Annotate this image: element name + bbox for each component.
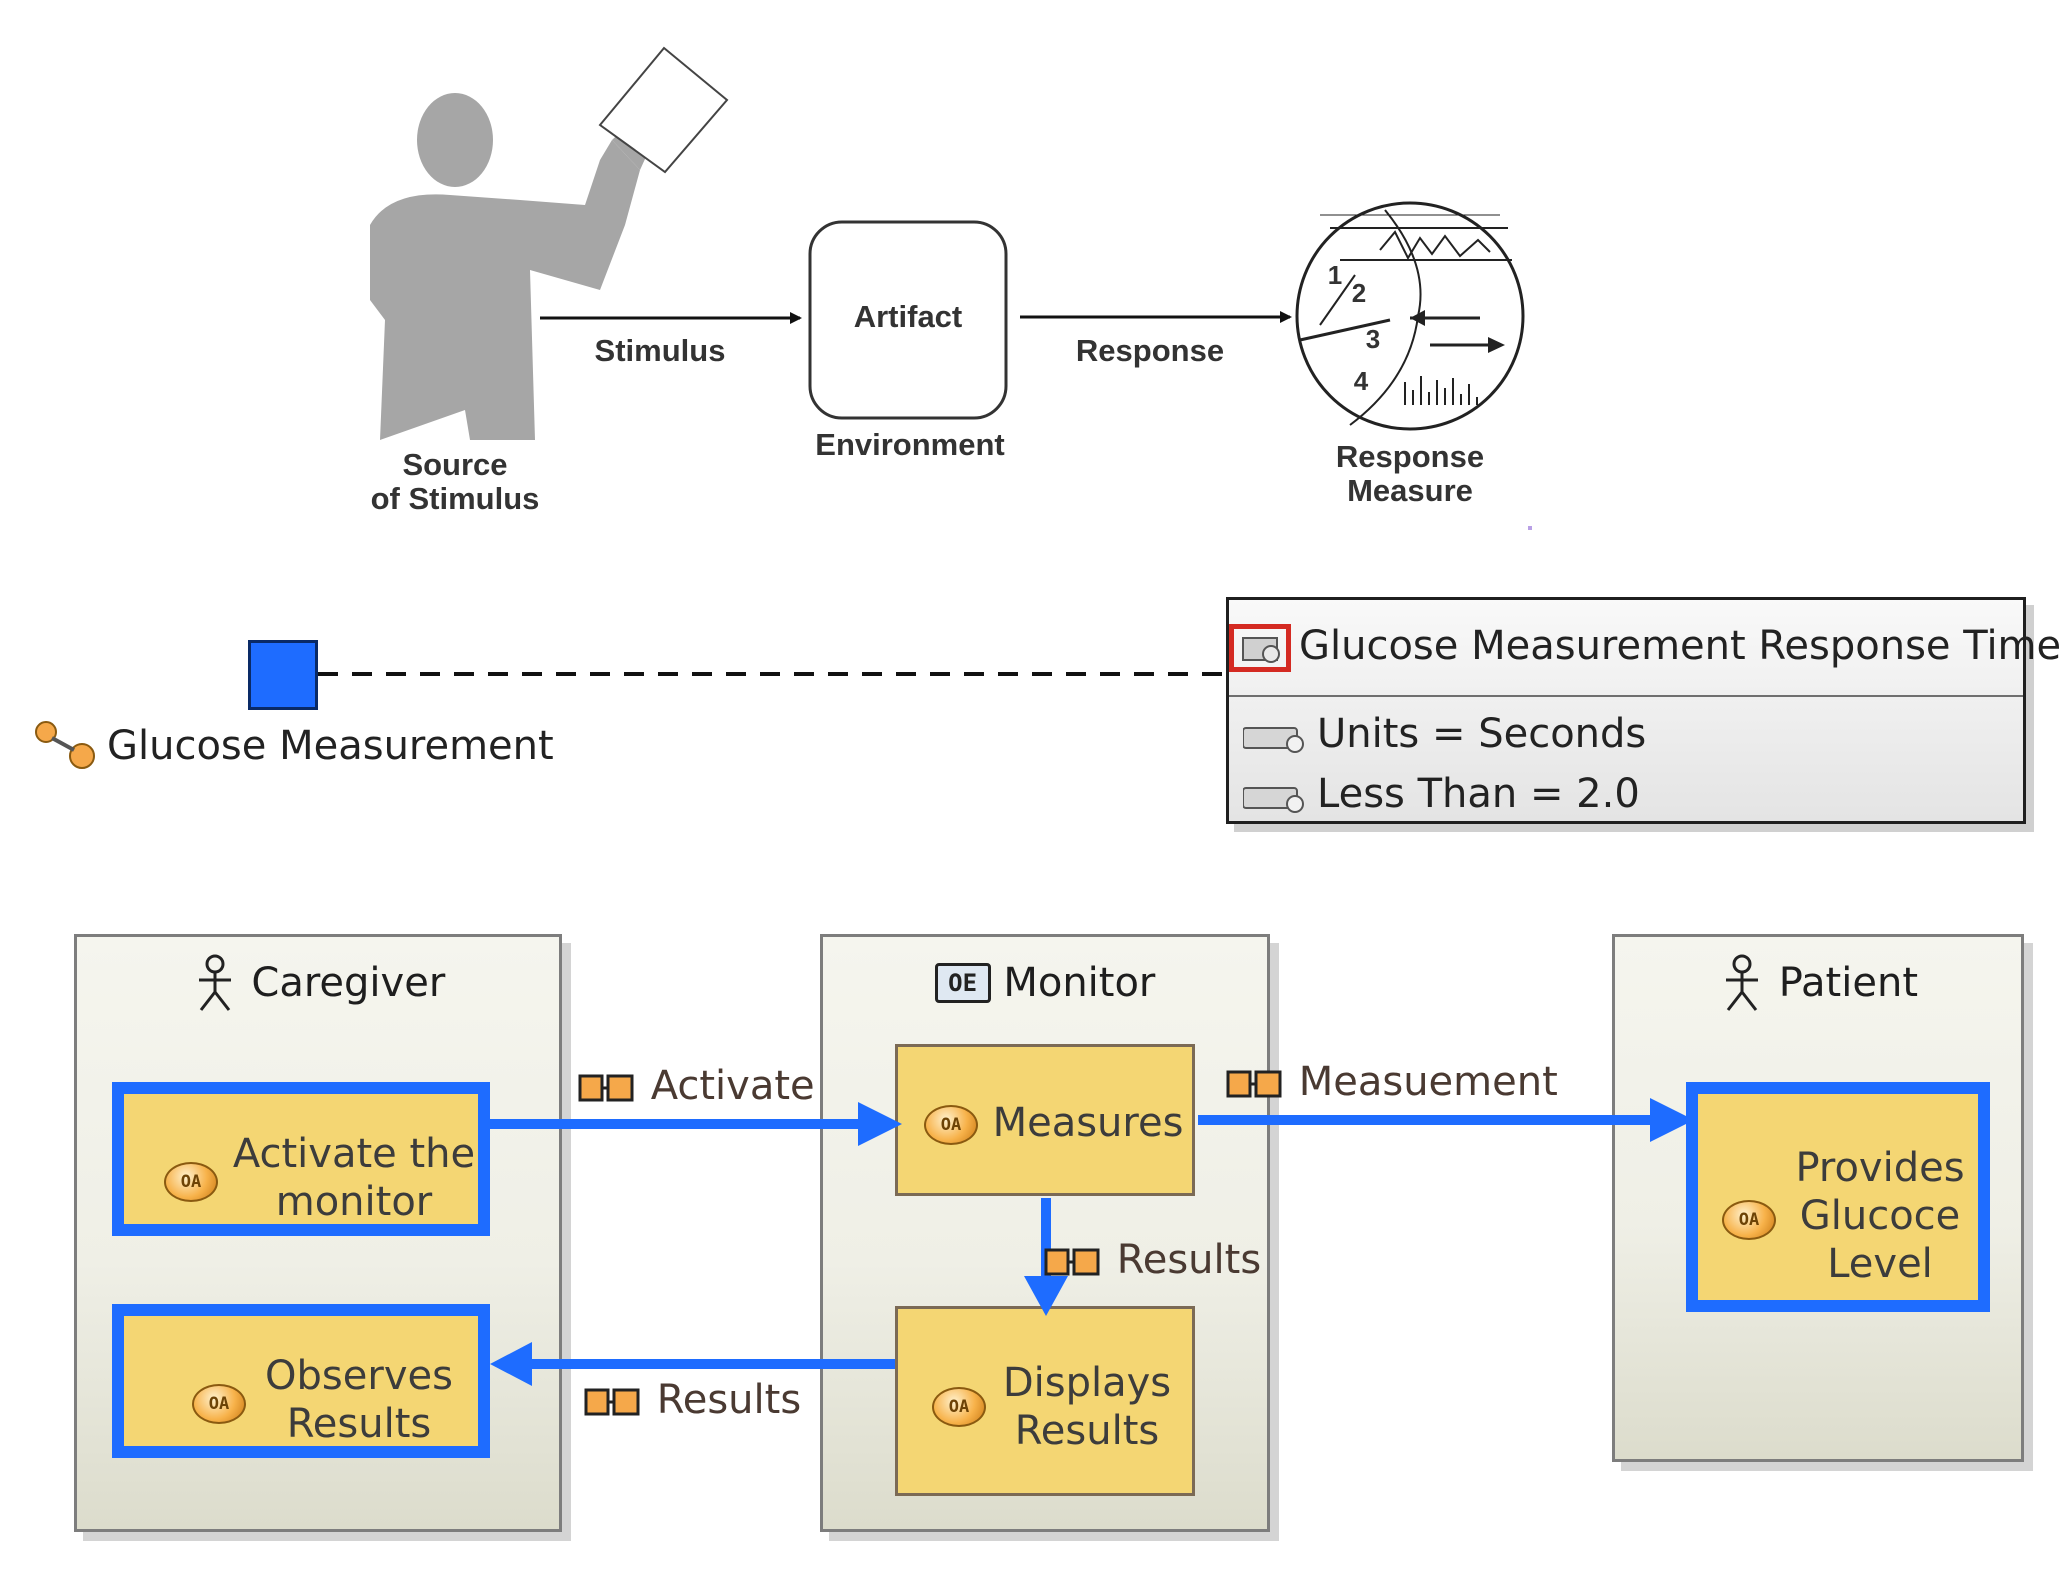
stimulus-label: Stimulus — [594, 333, 726, 368]
requirement-divider — [1229, 695, 2023, 697]
dial-number-1: 1 — [1327, 260, 1343, 290]
object-flow-icon — [578, 1074, 634, 1102]
response-label: Response — [1075, 333, 1225, 368]
activity-text-line: monitor — [275, 1179, 433, 1225]
object-flow-icon — [1044, 1248, 1100, 1276]
activity-observes-results[interactable]: OA Observes Results — [112, 1304, 490, 1458]
flow-results-back-arrow — [490, 1342, 895, 1386]
response-measure-dial — [1295, 201, 1525, 431]
actor-icon — [1726, 954, 1758, 1011]
measure-label-line-2: Measure — [1347, 473, 1473, 508]
activity-icon: OA — [932, 1387, 986, 1427]
activity-icon: OA — [924, 1105, 978, 1145]
requirement-units-row: Units = Seconds — [1317, 711, 1647, 757]
trace-dashed-line — [318, 672, 1228, 676]
activity-activate-monitor[interactable]: OA Activate the monitor — [112, 1082, 490, 1236]
activity-icon: OA — [1722, 1200, 1776, 1240]
flow-activate-label: Activate — [578, 1062, 815, 1110]
activity-text-line: Results — [286, 1401, 432, 1447]
activity-text-line: Results — [1014, 1408, 1160, 1454]
glucose-measurement-label: Glucose Measurement — [107, 723, 554, 769]
flow-results-down-text: Results — [1116, 1237, 1262, 1283]
activity-text-line: Observes — [265, 1353, 453, 1399]
actor-icon — [198, 954, 231, 1011]
caregiver-title-text: Caregiver — [251, 960, 446, 1006]
flow-measurement-arrow — [1198, 1098, 1694, 1142]
flow-measurement-label: Measuement — [1226, 1058, 1558, 1106]
activity-text-line: Level — [1827, 1241, 1933, 1287]
dial-number-4: 4 — [1353, 366, 1369, 396]
measure-label-line-1: Response — [1335, 439, 1485, 474]
activity-text-line: Activate the — [232, 1131, 476, 1177]
scenario-graphic — [370, 46, 1532, 530]
activity-icon: OA — [192, 1384, 246, 1424]
activity-icon: OA — [164, 1162, 218, 1202]
glucose-measurement-node[interactable] — [248, 640, 318, 710]
dial-number-3: 3 — [1365, 324, 1381, 354]
flow-activate-arrow — [490, 1102, 902, 1146]
property-icon — [1243, 727, 1304, 753]
artifact-label: Artifact — [853, 299, 963, 334]
flow-results-back-text: Results — [656, 1377, 802, 1423]
source-label-line-2: of Stimulus — [370, 481, 540, 516]
property-icon — [1243, 787, 1304, 813]
source-label-line-1: Source — [402, 447, 508, 482]
requirement-icon — [1229, 624, 1291, 672]
flow-results-back-label: Results — [584, 1376, 801, 1424]
activity-text-line: Measures — [992, 1100, 1184, 1146]
monitor-title-text: Monitor — [1003, 960, 1156, 1006]
requirement-title: Glucose Measurement Response Time — [1299, 623, 2062, 669]
requirement-box[interactable]: Glucose Measurement Response Time Units … — [1226, 597, 2061, 824]
response-measure-label: Response Measure — [1300, 440, 1520, 508]
object-flow-icon — [584, 1388, 640, 1416]
activity-provides-glucose-level[interactable]: OA Provides Glucoce Level — [1686, 1082, 1990, 1312]
requirement-less-than-row: Less Than = 2.0 — [1317, 771, 1640, 817]
patient-title-text: Patient — [1778, 960, 1918, 1006]
stray-dot — [1528, 526, 1532, 530]
flow-activate-text: Activate — [650, 1063, 815, 1109]
flow-results-down-label: Results — [1044, 1236, 1261, 1284]
environment-label: Environment — [815, 427, 1005, 462]
object-flow-icon — [1226, 1070, 1282, 1098]
activity-text-line: Provides — [1795, 1145, 1965, 1191]
dial-number-2: 2 — [1351, 278, 1367, 308]
paper-icon — [598, 46, 729, 174]
swimlane-patient-title: Patient — [1615, 953, 2021, 1012]
source-of-stimulus-label: Source of Stimulus — [330, 448, 580, 516]
activity-measures[interactable]: OA Measures — [895, 1044, 1195, 1196]
activity-text-line: Displays — [1002, 1360, 1172, 1406]
component-icon: OE — [934, 963, 991, 1003]
activity-text-line: Glucoce — [1799, 1193, 1961, 1239]
flow-measurement-text: Measuement — [1298, 1059, 1558, 1105]
swimlane-caregiver-title: Caregiver — [77, 953, 559, 1012]
artifact-box — [808, 220, 1008, 420]
connector-icon — [35, 721, 95, 769]
swimlane-monitor-title: OE Monitor — [823, 953, 1267, 1011]
